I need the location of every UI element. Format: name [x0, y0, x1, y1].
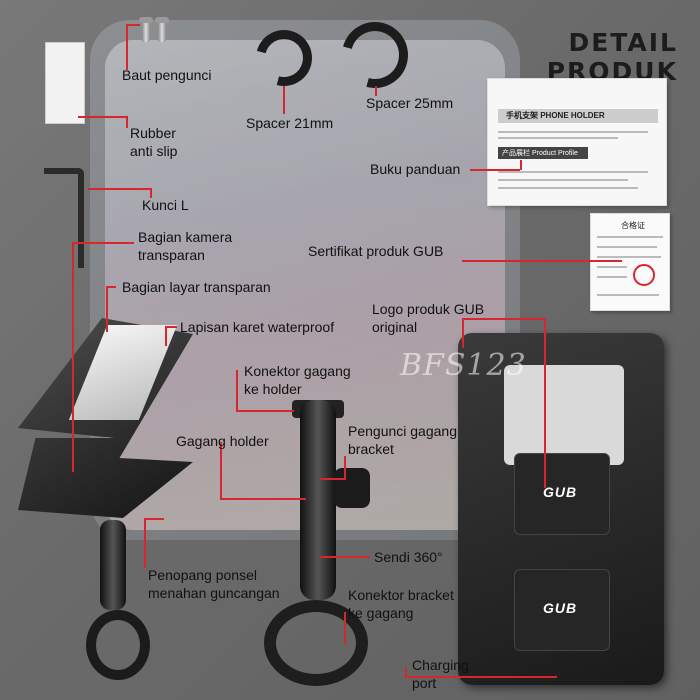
label-pengunci-gagang: Pengunci gagang bracket: [348, 423, 457, 457]
leader-line: [462, 260, 622, 262]
label-konektor-bracket: Konektor bracket ke gagang: [348, 587, 454, 621]
leader-line: [344, 612, 346, 644]
leader-line: [220, 498, 306, 500]
leader-line: [106, 286, 108, 332]
bracket-arm-image: [300, 400, 336, 600]
label-gagang-holder: Gagang holder: [176, 433, 269, 449]
leader-line: [126, 24, 128, 70]
leader-line: [165, 326, 177, 328]
brand-logo-1: GUB: [543, 484, 578, 500]
leader-line: [106, 286, 116, 288]
leader-line: [320, 478, 346, 480]
brand-logo-2: GUB: [543, 600, 578, 616]
bracket-lock-knob: [334, 468, 370, 508]
leader-line: [72, 242, 74, 472]
leader-line: [544, 318, 546, 488]
leader-line: [78, 116, 126, 118]
manual-booklet-image: 手机支架 PHONE HOLDER 产品展栏 Product Profile: [487, 78, 667, 206]
label-lapisan-karet: Lapisan karet waterproof: [180, 319, 335, 335]
leader-line: [144, 518, 146, 568]
watermark-text: BFS123: [400, 348, 527, 383]
label-sendi-360: Sendi 360°: [374, 549, 443, 565]
label-penopang-ponsel: Penopang ponsel menahan guncangan: [148, 567, 280, 601]
holder-arm-image: [100, 520, 126, 610]
leader-line: [72, 242, 134, 244]
leader-line: [150, 188, 152, 198]
label-logo-produk: Logo produk GUB original: [372, 301, 485, 335]
label-baut-pengunci: Baut pengunci: [122, 67, 212, 83]
leader-line: [470, 169, 520, 171]
screws-image: [139, 17, 170, 42]
leader-line: [126, 116, 128, 128]
label-charging-port: Charging port: [412, 657, 469, 691]
label-bagian-layar: Bagian layar transparan: [122, 279, 271, 295]
leader-line: [283, 86, 285, 114]
label-sertifikat: Sertifikat produk GUB: [308, 243, 444, 259]
leader-line: [375, 86, 377, 96]
label-konektor-holder: Konektor gagang ke holder: [244, 363, 351, 397]
manual-profile-label: 产品展栏 Product Profile: [502, 150, 578, 157]
label-spacer-21mm: Spacer 21mm: [246, 115, 334, 131]
manual-header: 手机支架 PHONE HOLDER: [506, 111, 605, 120]
leader-line: [344, 456, 346, 478]
label-spacer-25mm: Spacer 25mm: [366, 95, 454, 111]
leader-line: [236, 370, 238, 410]
label-rubber-anti-slip: Rubber anti slip: [130, 125, 178, 159]
leader-line: [520, 160, 522, 170]
leader-line: [405, 668, 407, 678]
leader-line: [144, 518, 164, 520]
leader-line: [88, 188, 150, 190]
leader-line: [462, 318, 464, 348]
certificate-image: 合格证: [590, 213, 670, 311]
leader-line: [462, 318, 546, 320]
label-kunci-l: Kunci L: [142, 197, 189, 213]
leader-line: [220, 442, 222, 500]
leader-line: [126, 24, 140, 26]
hex-key-image: [44, 168, 84, 268]
label-bagian-kamera: Bagian kamera transparan: [138, 229, 233, 263]
leader-line: [405, 676, 557, 678]
label-buku-panduan: Buku panduan: [370, 161, 461, 177]
leader-line: [320, 556, 370, 558]
rubber-pad-image: [45, 42, 85, 124]
leader-line: [165, 326, 167, 346]
holder-clamp-image: [86, 610, 150, 680]
leader-line: [236, 410, 294, 412]
certificate-header: 合格证: [621, 221, 645, 230]
case-back-image: GUB GUB: [458, 333, 664, 685]
